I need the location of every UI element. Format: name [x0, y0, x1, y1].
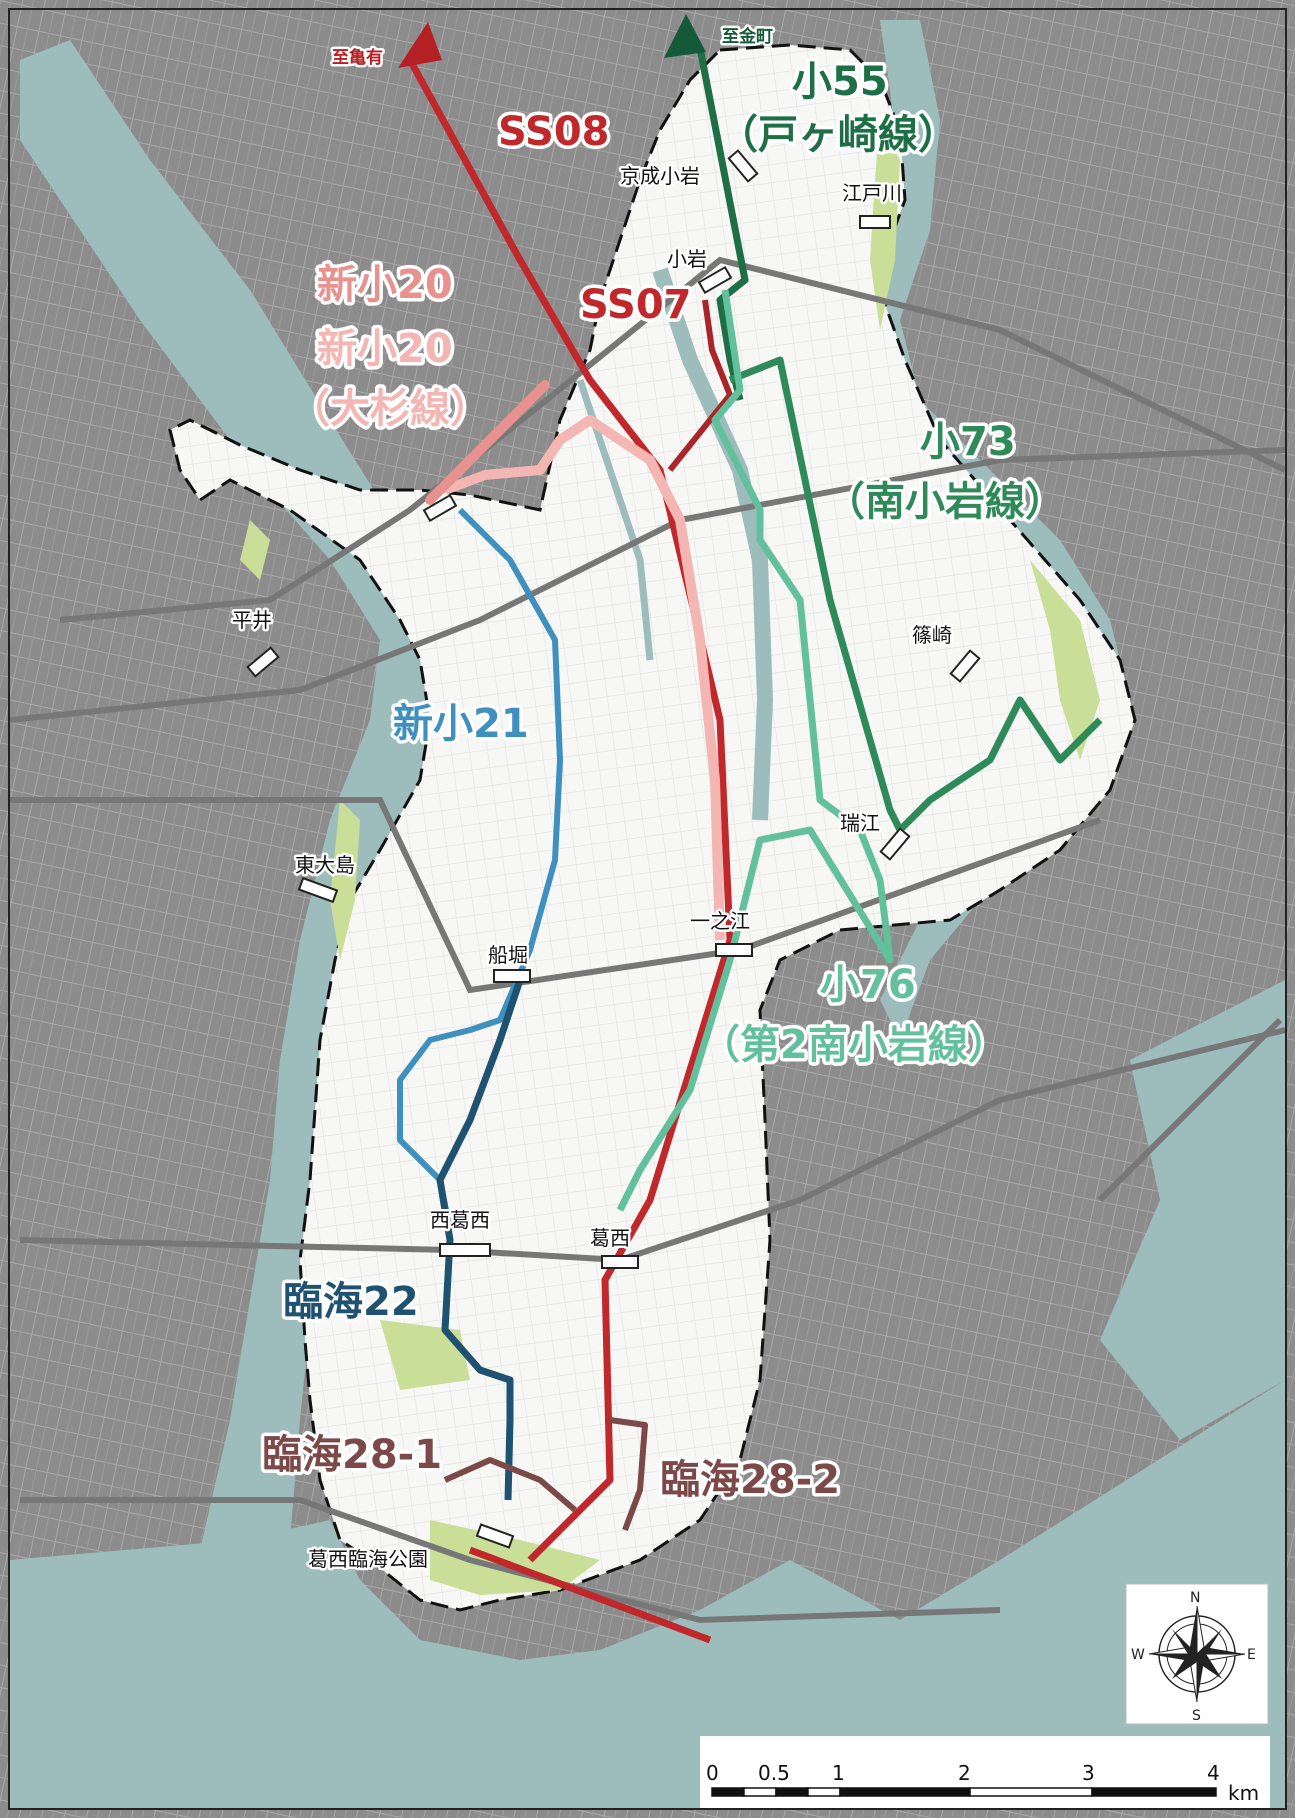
route-ko55-line: [696, 47, 749, 401]
park-west-bank: [330, 800, 360, 960]
route-shinko20-branch: [425, 380, 550, 505]
station-label-koiwa: 小岩: [667, 247, 707, 271]
route-label-shinko20-a: 新小20: [317, 262, 453, 308]
route-label-rinkai28-1: 臨海28-1: [262, 1432, 442, 1478]
station-marker-keisei-koiwa[interactable]: [727, 149, 759, 183]
park-shinozaki: [1030, 560, 1100, 760]
station-marker-edogawa[interactable]: [859, 215, 891, 229]
destination-kanamachi: 至金町: [722, 26, 773, 47]
station-label-higashi-ojima: 東大島: [295, 853, 355, 877]
compass-s: S: [1192, 1708, 1201, 1724]
scale-unit: km: [1228, 1781, 1259, 1805]
arakawa-river: [20, 40, 470, 1550]
route-label-ko55-b: （戸ヶ崎線）: [718, 112, 958, 158]
station-label-hirai: 平井: [232, 608, 272, 632]
scale-tick-3: 3: [1082, 1761, 1095, 1785]
station-label-mizue: 瑞江: [840, 811, 880, 835]
station-marker-kasai-rinkai-koen[interactable]: [475, 1523, 515, 1549]
station-marker-hirai[interactable]: [246, 646, 280, 678]
station-label-edogawa: 江戸川: [842, 181, 902, 205]
route-label-ko76-a: 小76: [820, 962, 916, 1008]
station-label-keisei-koiwa: 京成小岩: [620, 164, 700, 188]
station-label-funabori: 船堀: [488, 943, 528, 967]
route-label-ko73-b: （南小岩線）: [825, 479, 1065, 525]
scale-tick-4: 4: [1207, 1761, 1220, 1785]
station-label-ichinoe: 一之江: [690, 909, 750, 933]
station-marker-hirai-bridge[interactable]: [422, 493, 458, 523]
route-rinkai22-line: [436, 978, 524, 1501]
route-label-rinkai22: 臨海22: [283, 1279, 419, 1325]
station-label-shinozaki: 篠崎: [912, 623, 952, 647]
shinnakagawa-river: [652, 267, 774, 821]
route-label-shinko20-b: 新小20: [317, 326, 453, 372]
station-marker-shinozaki[interactable]: [949, 649, 981, 683]
ward-area: [168, 43, 1137, 1612]
station-marker-kasai[interactable]: [601, 1255, 639, 1269]
station-marker-koiwa[interactable]: [697, 265, 733, 295]
route-shinko21-line: [397, 507, 563, 1231]
station-markers: [246, 149, 981, 1549]
compass-e: E: [1247, 1647, 1256, 1663]
park-kasai-rinkai: [430, 1520, 600, 1595]
compass-w: W: [1131, 1647, 1145, 1663]
route-shinko20-line: [443, 415, 725, 941]
station-label-kasai-rinkai-koen: 葛西臨海公園: [308, 1547, 428, 1571]
route-label-ss07: SS07: [580, 282, 691, 328]
station-marker-mizue[interactable]: [879, 827, 911, 861]
route-ko73-line: [728, 356, 1103, 834]
route-rinkai-extension: [468, 1546, 712, 1644]
station-label-kasai: 葛西: [590, 1226, 630, 1250]
route-ss08-line: [406, 58, 734, 1563]
route-rinkai28-1-line: [443, 1457, 577, 1513]
route-label-shinko21: 新小21: [393, 701, 529, 747]
station-label-nishi-kasai: 西葛西: [430, 1208, 490, 1232]
scale-tick-1: 1: [832, 1761, 845, 1785]
route-label-ss08: SS08: [498, 109, 609, 155]
route-ss08-arrow: [398, 22, 442, 68]
scale-tick-0: 0: [706, 1761, 719, 1785]
station-marker-ichinoe[interactable]: [715, 943, 753, 957]
route-label-ko73-a: 小73: [920, 419, 1016, 465]
route-label-shinko20-c: （大杉線）: [290, 386, 490, 432]
park-hirai: [240, 520, 270, 580]
route-label-ko76-b: （第2南小岩線）: [700, 1022, 1008, 1068]
route-ss07-line: [667, 299, 733, 472]
route-label-ko55-a: 小55: [792, 59, 888, 105]
bay-east: [1100, 980, 1285, 1440]
compass-n: N: [1190, 1590, 1200, 1606]
tokyo-bay: [10, 1380, 1285, 1810]
route-ko76-line: [616, 289, 894, 1212]
route-label-rinkai28-2: 臨海28-2: [660, 1457, 840, 1503]
north-arrow: N S E W: [1125, 1583, 1269, 1725]
route-rinkai28-2-line: [609, 1417, 648, 1532]
station-marker-funabori[interactable]: [493, 969, 531, 983]
scale-tick-0-5: 0.5: [758, 1761, 790, 1785]
scale-tick-2: 2: [958, 1761, 971, 1785]
scale-bar: 0 0.5 1 2 3 4 km: [700, 1736, 1270, 1808]
station-marker-nishi-kasai[interactable]: [439, 1243, 491, 1257]
destination-kameari: 至亀有: [332, 47, 383, 68]
station-marker-higashi-ojima[interactable]: [297, 876, 339, 904]
route-ko55-arrow: [664, 14, 706, 58]
